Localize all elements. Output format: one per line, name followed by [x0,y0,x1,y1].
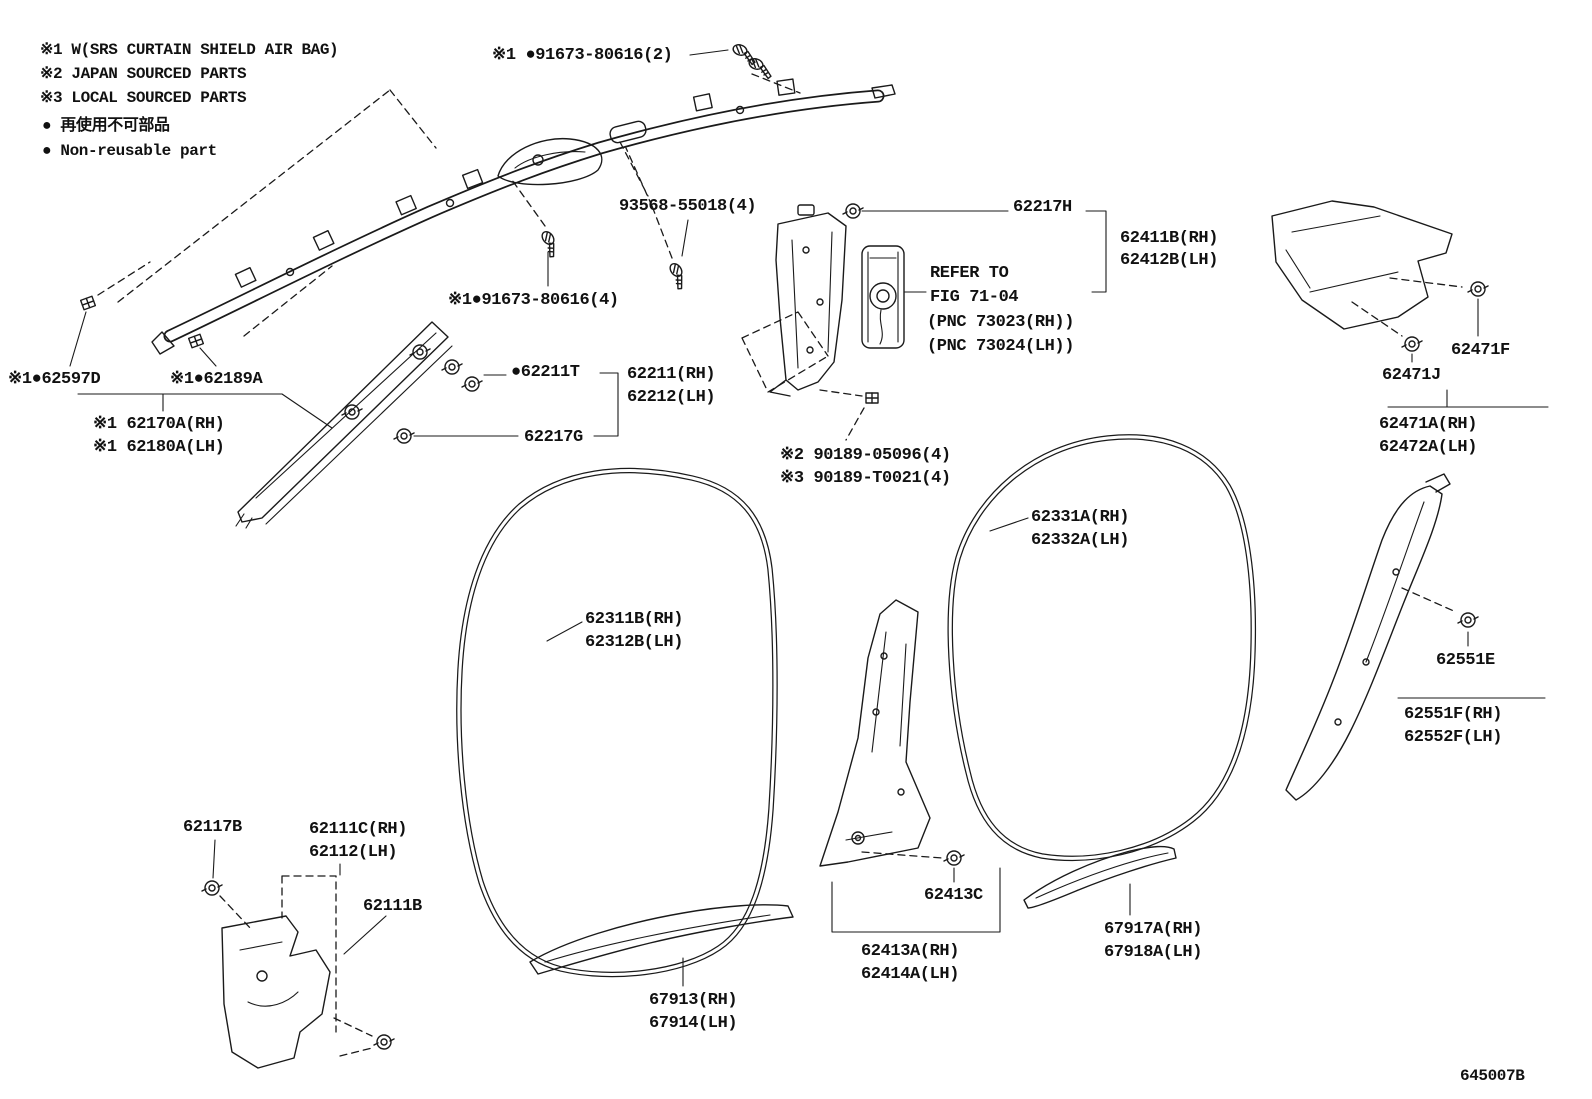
part-label-62117b: 62117B [183,818,242,837]
leader-lines [69,49,1549,987]
front-door-weatherstrip [456,467,778,978]
part-label-62413c: 62413C [924,886,983,905]
part-label-62211t: ●62211T [511,363,580,382]
part-label-62211-rh: 62211(RH) [627,365,716,384]
front-pillar-garnish [235,321,453,529]
center-pillar-lower-garnish [819,599,965,867]
part-label-62414a-lh: 62414A(LH) [861,965,960,984]
legend-note-japan: ※2 JAPAN SOURCED PARTS [40,65,247,83]
part-label-91673-2: ※1 ●91673-80616(2) [492,46,673,65]
part-label-62413a-rh: 62413A(RH) [861,942,960,961]
part-label-62472a-lh: 62472A(LH) [1379,438,1478,457]
part-label-62332a-lh: 62332A(LH) [1031,531,1130,550]
hidden-lines [97,73,1463,1057]
part-label-62217h: 62217H [1013,198,1072,217]
refer-note-line1: REFER TO [930,264,1009,283]
part-label-62331a-rh: 62331A(RH) [1031,508,1130,527]
part-label-62212-lh: 62212(LH) [627,388,716,407]
part-label-67918a-lh: 67918A(LH) [1104,943,1203,962]
rear-lower-garnish [1285,473,1479,801]
center-pillar-upper-garnish [769,203,879,404]
part-label-62471j: 62471J [1382,366,1441,385]
part-label-62217g: 62217G [524,428,583,447]
cowl-side-trim [201,880,395,1069]
part-label-62471f: 62471F [1451,341,1510,360]
front-scuff-plate [529,904,794,975]
seat-belt-adjuster [861,245,905,349]
part-label-62111c-rh: 62111C(RH) [309,820,408,839]
rear-scuff-plate [1023,845,1177,909]
part-label-62597d: ※1●62597D [8,370,101,389]
part-label-90189-05096: ※2 90189-05096(4) [780,446,951,465]
part-label-67914-lh: 67914(LH) [649,1014,738,1033]
part-label-62551f-rh: 62551F(RH) [1404,705,1503,724]
part-label-62471a-rh: 62471A(RH) [1379,415,1478,434]
part-label-90189-t0021: ※3 90189-T0021(4) [780,469,951,488]
part-label-93568: 93568-55018(4) [619,197,757,216]
legend-note-srs: ※1 W(SRS CURTAIN SHIELD AIR BAG) [40,41,339,59]
part-label-62189a: ※1●62189A [170,370,263,389]
legend-note-local: ※3 LOCAL SOURCED PARTS [40,89,247,107]
rear-pillar-garnish [1271,200,1489,352]
part-label-62412b-lh: 62412B(LH) [1120,251,1219,270]
part-label-62311b-rh: 62311B(RH) [585,610,684,629]
part-label-62112-lh: 62112(LH) [309,843,398,862]
curtain-airbag-assembly [151,78,896,355]
part-label-62411b-rh: 62411B(RH) [1120,229,1219,248]
refer-note-line2: FIG 71-04 [930,288,1019,307]
legend-note-reuse: ● Non-reusable part [42,142,217,160]
rear-door-weatherstrip [947,434,1257,861]
part-label-62312b-lh: 62312B(LH) [585,633,684,652]
diagram-id: 645007B [1460,1067,1525,1085]
refer-note-line4: (PNC 73024(LH)) [927,337,1075,356]
part-label-62551e: 62551E [1436,651,1495,670]
part-label-62180a-lh: ※1 62180A(LH) [93,438,225,457]
part-label-91673-4: ※1●91673-80616(4) [448,291,619,310]
refer-note-line3: (PNC 73023(RH)) [927,313,1075,332]
part-label-67913-rh: 67913(RH) [649,991,738,1010]
part-label-67917a-rh: 67917A(RH) [1104,920,1203,939]
part-label-62552f-lh: 62552F(LH) [1404,728,1503,747]
legend-note-jp-reuse: ● 再使用不可部品 [42,117,170,135]
part-label-62170a-rh: ※1 62170A(RH) [93,415,225,434]
part-label-62111b: 62111B [363,897,422,916]
